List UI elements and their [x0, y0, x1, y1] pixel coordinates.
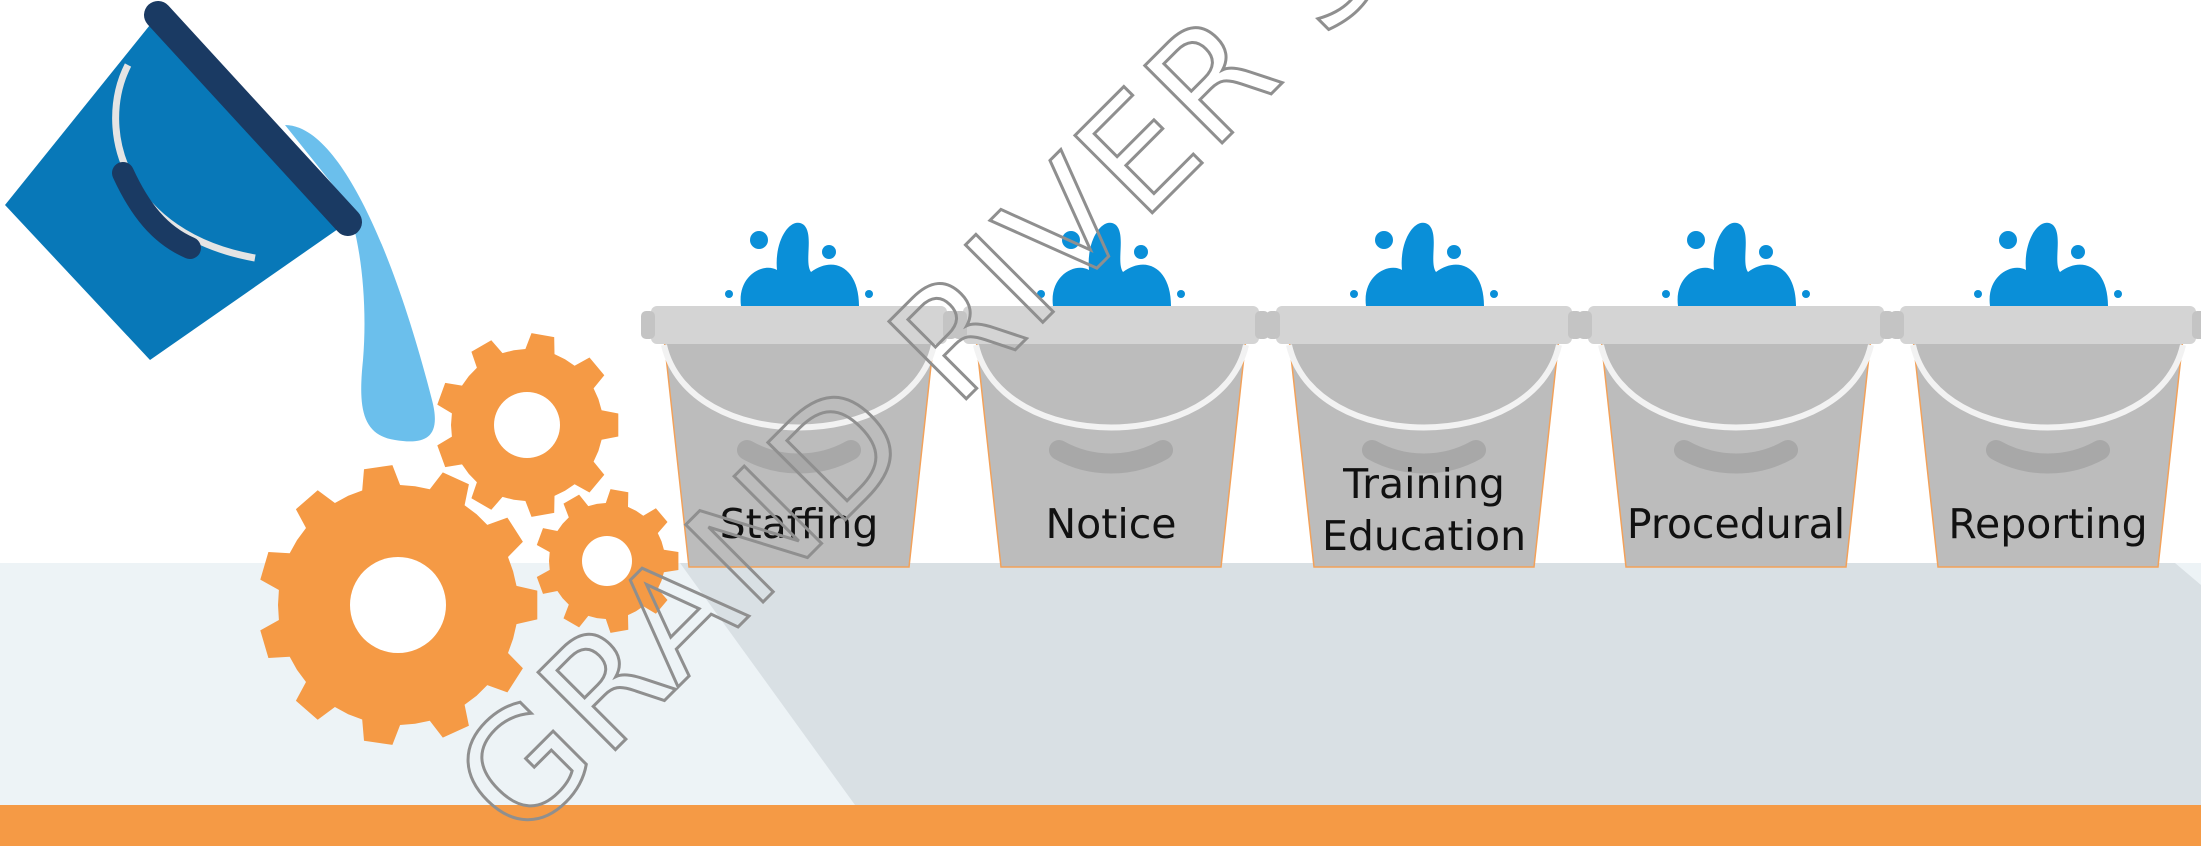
pouring-bucket-icon: [5, 1, 362, 360]
water-splash-icon: [725, 222, 873, 306]
bucket-rim: [1900, 306, 2196, 344]
bucket-rim-cap: [1578, 311, 1592, 339]
bucket-5: Reporting: [1890, 222, 2201, 568]
bucket-grip: [1986, 440, 2110, 474]
bucket-rim-cap: [2192, 311, 2201, 339]
bucket-label: Notice: [1046, 500, 1177, 548]
bucket-4: Procedural: [1578, 222, 1894, 568]
bucket-rim: [1588, 306, 1884, 344]
bucket-grip: [1362, 440, 1486, 474]
bucket-2: Notice: [953, 222, 1269, 568]
bucket-handle: [973, 344, 1249, 431]
floor-dark: [680, 563, 2201, 805]
bucket-1: Staffing: [641, 222, 957, 568]
bucket-rim-cap: [1255, 311, 1269, 339]
bucket-handle: [1286, 344, 1562, 431]
bucket-rim: [1276, 306, 1572, 344]
bucket-label-line: Training: [1342, 460, 1505, 508]
bucket-label-line: Procedural: [1627, 500, 1845, 548]
bucket-handle: [1910, 344, 2186, 431]
water-splash-icon: [1350, 222, 1498, 306]
water-splash-icon: [1037, 222, 1185, 306]
bucket-label-line: Notice: [1046, 500, 1177, 548]
gear-hole: [582, 536, 632, 586]
bucket-label: Reporting: [1948, 500, 2147, 548]
bucket-rim-cap: [1266, 311, 1280, 339]
bucket-rim-cap: [1890, 311, 1904, 339]
bucket-label: Procedural: [1627, 500, 1845, 548]
water-splash-icon: [1974, 222, 2122, 306]
bucket-label-line: Reporting: [1948, 500, 2147, 548]
bottom-band: [0, 805, 2201, 846]
bucket-label-line: Staffing: [720, 500, 879, 548]
bucket-rim: [963, 306, 1259, 344]
bucket-label-line: Education: [1322, 512, 1526, 560]
bucket-handle: [661, 344, 937, 431]
bucket-rim-cap: [641, 311, 655, 339]
gears-group: [260, 333, 679, 745]
gear-hole: [350, 557, 446, 653]
bucket-handle: [1598, 344, 1874, 431]
water-stream: [285, 125, 435, 442]
water-splash-icon: [1662, 222, 1810, 306]
bucket-grip: [1049, 440, 1173, 474]
bucket-grip: [1674, 440, 1798, 474]
bucket-grip: [737, 440, 861, 474]
gear-hole: [494, 392, 560, 458]
bucket-label: Staffing: [720, 500, 879, 548]
bucket-rim-cap: [953, 311, 967, 339]
bucket-rim: [651, 306, 947, 344]
